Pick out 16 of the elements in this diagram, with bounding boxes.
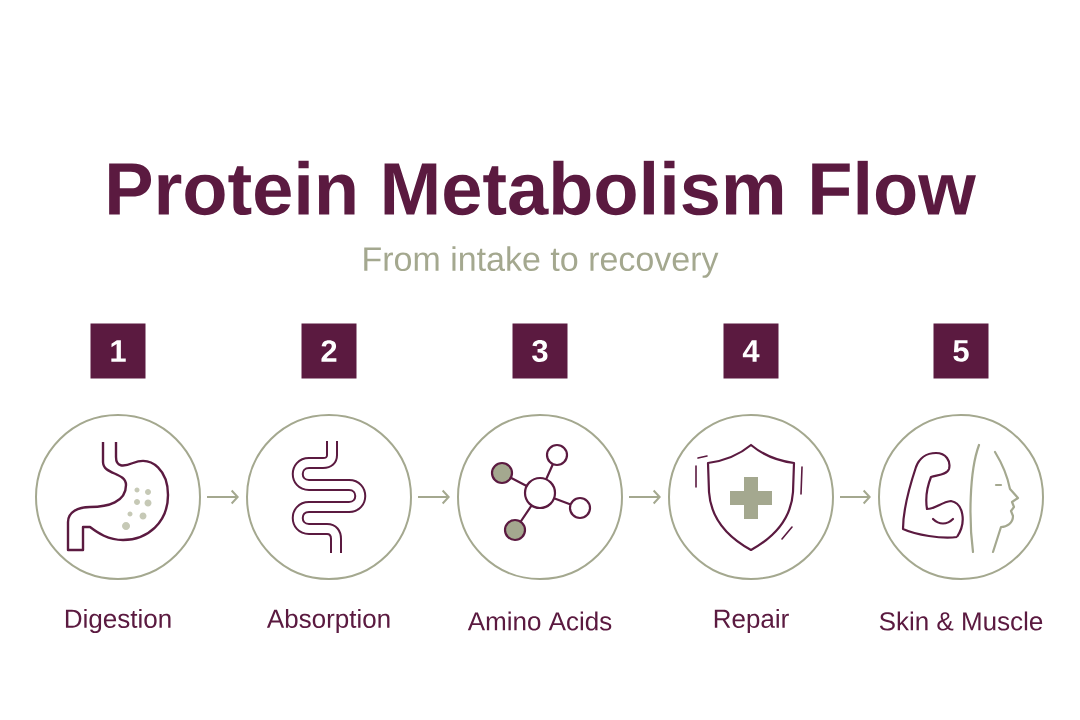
step-label: Repair [714,608,789,634]
subtitle: From intake to recovery [364,246,719,278]
step-label: Absorption [266,608,390,634]
step-label: Digestion [65,608,171,634]
arrow [839,489,871,505]
step-label: Amino Acids [467,611,612,631]
arrow [628,489,661,505]
arrow [206,489,239,505]
arrow [417,489,450,505]
step-label: Skin & Muscle [879,611,1043,631]
step-number: 4 [723,323,779,379]
step-number: 3 [512,323,568,379]
step-number: 1 [90,323,146,379]
step-number: 5 [933,323,989,379]
step-number: 2 [301,323,357,379]
title: Protein Metabolism Flow [109,160,976,216]
